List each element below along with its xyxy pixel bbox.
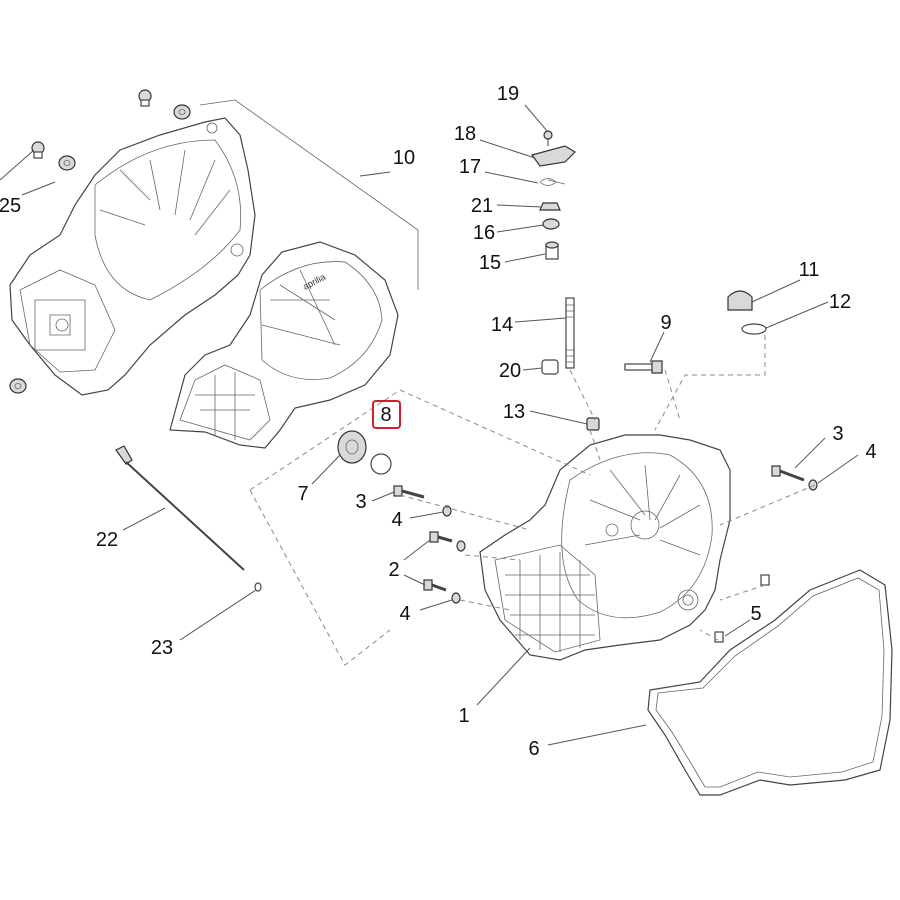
callout-20: 20 — [499, 360, 521, 382]
lever-18 — [531, 145, 576, 167]
callout-11: 11 — [799, 259, 820, 281]
bushing-13 — [586, 417, 600, 431]
shaft-14 — [565, 297, 575, 369]
callout-3-right: 3 — [832, 423, 843, 445]
filler-cap-11 — [727, 290, 753, 311]
cover-gasket — [647, 569, 893, 796]
callout-7: 7 — [297, 483, 308, 505]
bushing-20 — [541, 359, 559, 375]
callout-5: 5 — [750, 603, 761, 625]
leader-lines — [0, 104, 859, 746]
screw-19 — [543, 130, 553, 146]
bolt-3-right — [771, 465, 805, 482]
callout-10: 10 — [393, 147, 415, 169]
screw-left-a — [31, 141, 45, 159]
callout-19: 19 — [497, 83, 519, 105]
screw-top-a — [138, 89, 152, 107]
assembly-dash-lines — [249, 335, 816, 666]
bolt-2-b — [423, 579, 447, 592]
callout-2: 2 — [388, 559, 399, 581]
callout-25: 25 — [0, 195, 21, 217]
callout-9: 9 — [660, 312, 671, 334]
callout-22: 22 — [96, 529, 118, 551]
washer-4-right — [808, 479, 818, 491]
bolt-3-left — [393, 485, 425, 499]
washer-4-left-c — [451, 592, 461, 604]
bolt-9 — [624, 360, 663, 374]
bolt-2-a — [429, 531, 453, 543]
group-bracket-10 — [199, 99, 419, 290]
callout-4-left-a: 4 — [391, 509, 402, 531]
washer-top-a — [173, 104, 191, 120]
callout-18: 18 — [454, 123, 476, 145]
washer-4-left-a — [442, 505, 452, 517]
dipstick-o-ring — [254, 582, 262, 592]
callout-14: 14 — [491, 314, 513, 336]
dipstick — [115, 445, 245, 571]
callout-21: 21 — [471, 195, 493, 217]
callout-12: 12 — [829, 291, 851, 313]
callout-8: 8 — [380, 404, 391, 426]
nut-21 — [539, 202, 561, 211]
bushing-15 — [545, 241, 559, 260]
o-ring-8 — [370, 453, 392, 475]
callout-4-right: 4 — [865, 441, 876, 463]
callout-3-left: 3 — [355, 491, 366, 513]
flywheel-cover-shroud: aprilia — [169, 241, 399, 449]
highlight-box-8 — [372, 400, 401, 429]
outer-clutch-cover — [9, 117, 256, 396]
washer-16 — [542, 218, 560, 230]
dowel-5-a — [760, 574, 770, 586]
callout-6: 6 — [528, 738, 539, 760]
callout-16: 16 — [473, 222, 495, 244]
washer-left-a — [58, 155, 76, 171]
callout-4-left-b: 4 — [399, 603, 410, 625]
o-ring-12 — [741, 323, 767, 335]
callout-1: 1 — [458, 705, 469, 727]
callout-labels: 19 18 17 21 16 15 14 20 13 9 11 12 10 3 … — [0, 83, 877, 760]
spring-17 — [539, 178, 566, 186]
callout-15: 15 — [479, 252, 501, 274]
callout-13: 13 — [503, 401, 525, 423]
clutch-cover — [479, 434, 731, 661]
washer-4-left-b — [456, 540, 466, 552]
inspection-cap-7 — [337, 430, 367, 464]
washer-left-b — [9, 378, 27, 394]
callout-23: 23 — [151, 637, 173, 659]
callout-17: 17 — [459, 156, 481, 178]
dowel-5-b — [714, 631, 724, 643]
